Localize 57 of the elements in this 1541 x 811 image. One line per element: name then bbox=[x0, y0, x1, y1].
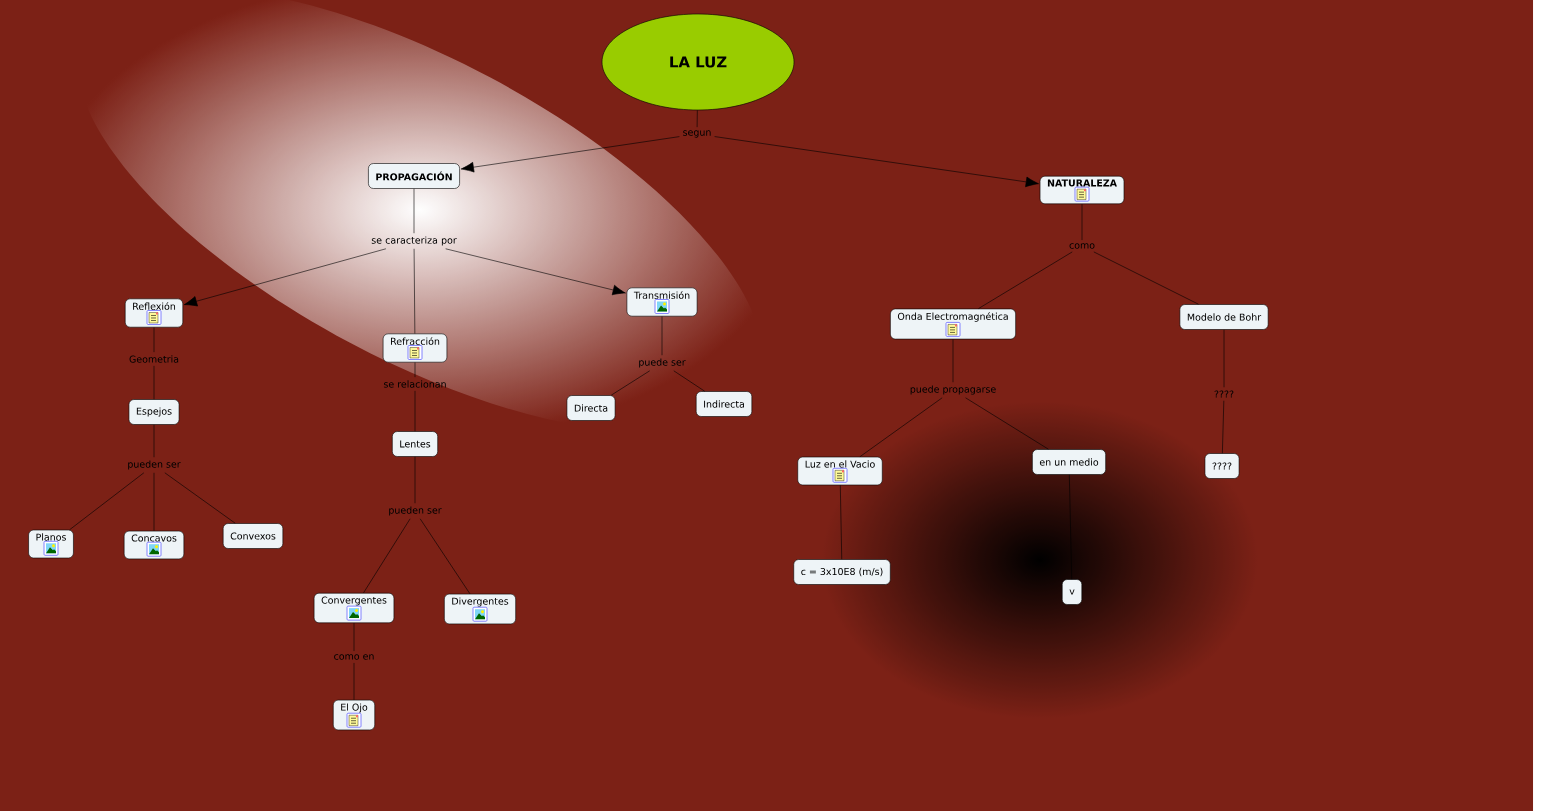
linking-phrase: pueden ser bbox=[128, 460, 181, 470]
linking-phrase: ???? bbox=[1214, 390, 1234, 398]
connector-line bbox=[414, 456, 416, 504]
arrow bbox=[445, 248, 626, 296]
connector-line bbox=[153, 424, 155, 458]
connector-line bbox=[1081, 203, 1083, 241]
concept-box: c = 3x10E8 (m/s) bbox=[793, 559, 891, 585]
connector-line bbox=[414, 390, 416, 432]
topic-oval: LA LUZ bbox=[601, 13, 795, 111]
linking-phrase: se caracteriza por bbox=[371, 236, 457, 246]
connector-line bbox=[696, 110, 698, 128]
connector-line bbox=[1093, 251, 1199, 305]
connector-line bbox=[153, 365, 155, 400]
connector-line bbox=[1223, 329, 1225, 388]
connector-line bbox=[353, 622, 355, 652]
connector-line bbox=[965, 397, 1049, 450]
connector-line bbox=[952, 339, 954, 383]
connector-line bbox=[978, 251, 1073, 309]
connector-line bbox=[1222, 400, 1225, 454]
arrow bbox=[714, 136, 1039, 188]
concept-box: Lentes bbox=[392, 431, 438, 457]
arrow bbox=[183, 248, 387, 307]
connector-line bbox=[661, 316, 663, 356]
concept-box: en un medio bbox=[1032, 449, 1106, 475]
concept-box: v bbox=[1061, 579, 1083, 605]
concept-box: PROPAGACIÓN bbox=[368, 163, 460, 189]
concept-box: Espejos bbox=[128, 399, 180, 425]
concept-box: Onda Electromagnética bbox=[890, 308, 1016, 340]
linking-phrase: pueden ser bbox=[389, 506, 442, 516]
connector-line bbox=[164, 472, 236, 524]
connector-line bbox=[414, 362, 416, 378]
connector-line bbox=[69, 472, 145, 531]
linking-phrase: Geometria bbox=[129, 355, 179, 363]
connector-line bbox=[353, 662, 355, 701]
linking-phrase: puede propagarse bbox=[910, 385, 996, 395]
connector-line bbox=[363, 518, 411, 594]
connector-line bbox=[153, 472, 155, 532]
concept-box: ???? bbox=[1204, 453, 1240, 479]
concept-box: Convexos bbox=[222, 523, 284, 549]
linking-phrase: segun bbox=[683, 130, 711, 138]
arrow bbox=[460, 136, 680, 173]
connector-line bbox=[153, 327, 155, 353]
connector-line bbox=[413, 248, 416, 334]
concept-box: Indirecta bbox=[695, 391, 753, 417]
concept-box: Luz en el Vacio bbox=[797, 456, 883, 486]
linking-phrase: como en bbox=[334, 654, 374, 660]
connector-line bbox=[859, 397, 943, 458]
linking-phrase: como bbox=[1069, 243, 1095, 249]
connector-line bbox=[413, 188, 415, 234]
connector-line bbox=[610, 370, 651, 396]
linking-phrase: se relacionan bbox=[383, 380, 446, 388]
concept-box: Directa bbox=[566, 395, 616, 421]
connector-line bbox=[673, 370, 705, 392]
concept-box: Modelo de Bohr bbox=[1179, 304, 1269, 330]
linking-phrase: puede ser bbox=[639, 358, 686, 368]
connector-line bbox=[419, 518, 471, 595]
connector-line bbox=[840, 485, 843, 560]
